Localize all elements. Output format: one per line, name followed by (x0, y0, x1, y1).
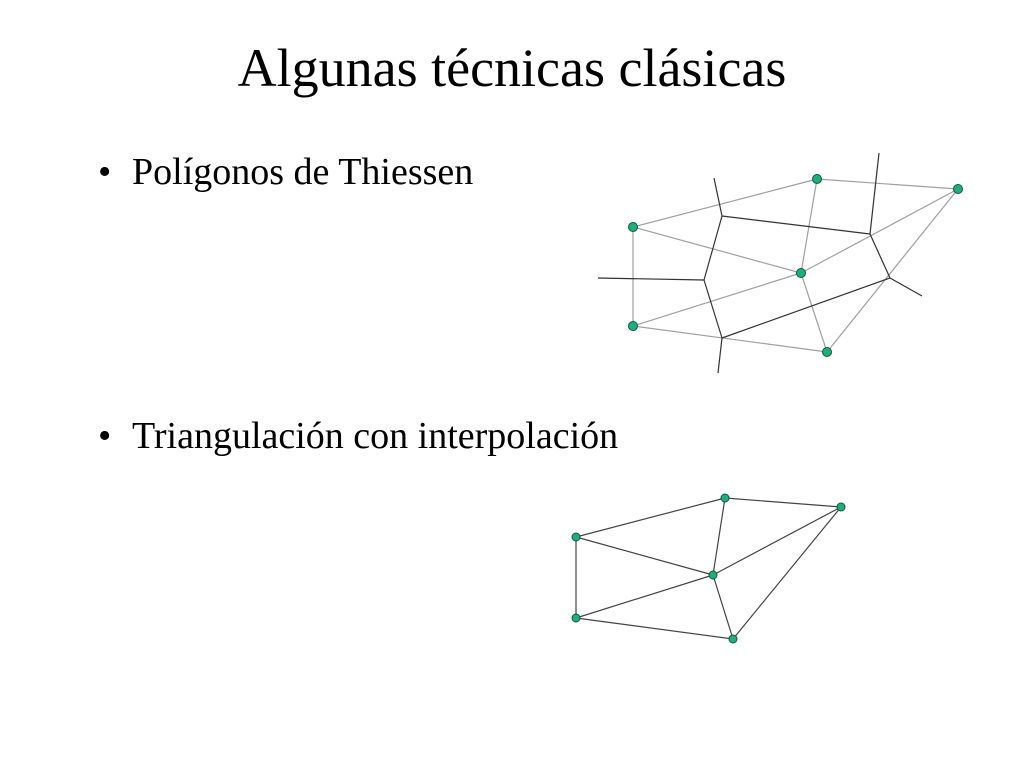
triangulation-edges (575, 497, 842, 640)
delaunay-edges (632, 178, 959, 353)
bullet-triangulation: • Triangulación con interpolación (98, 414, 618, 458)
thiessen-points (628, 174, 963, 357)
delaunay-edge (800, 272, 828, 353)
delaunay-edge (826, 188, 959, 353)
triangle-edge (724, 497, 842, 508)
triangle-edge (732, 506, 842, 640)
voronoi-edge (889, 277, 923, 297)
triangle-edge (712, 506, 842, 576)
voronoi-edge (721, 277, 891, 339)
data-point (796, 268, 806, 278)
triangle-edge (575, 617, 734, 640)
voronoi-edge (717, 337, 723, 374)
delaunay-edge (816, 178, 959, 190)
triangle-edge (575, 574, 714, 619)
data-point (720, 493, 730, 503)
data-point (728, 634, 738, 644)
slide-title: Algunas técnicas clásicas (237, 38, 787, 98)
bullet-marker: • (98, 415, 112, 457)
data-point (836, 502, 846, 512)
voronoi-edge (869, 233, 891, 279)
triangulation-points (571, 493, 846, 644)
voronoi-edge (721, 215, 871, 235)
voronoi-edges (597, 152, 923, 374)
voronoi-edge (713, 177, 723, 217)
data-point (571, 613, 581, 623)
data-point (628, 321, 638, 331)
bullet-text: Polígonos de Thiessen (132, 151, 474, 193)
data-point (628, 222, 638, 232)
data-point (953, 184, 963, 194)
data-point (708, 570, 718, 580)
data-point (822, 347, 832, 357)
bullet-text: Triangulación con interpolación (132, 415, 619, 457)
data-point (812, 174, 822, 184)
data-point (571, 532, 581, 542)
triangle-edge (712, 497, 726, 576)
voronoi-edge (597, 277, 705, 281)
bullet-thiessen: • Polígonos de Thiessen (98, 150, 473, 194)
voronoi-edge (869, 152, 880, 235)
delaunay-edge (632, 178, 818, 228)
triangle-edge (575, 497, 726, 538)
triangle-edge (575, 536, 714, 576)
bullet-marker: • (98, 151, 112, 193)
delaunay-edge (632, 226, 802, 274)
voronoi-edge (703, 215, 723, 281)
triangle-edge (712, 574, 734, 640)
delaunay-edge (632, 325, 828, 353)
delaunay-edge (800, 188, 959, 274)
voronoi-edge (703, 279, 723, 339)
delaunay-edge (632, 272, 802, 327)
